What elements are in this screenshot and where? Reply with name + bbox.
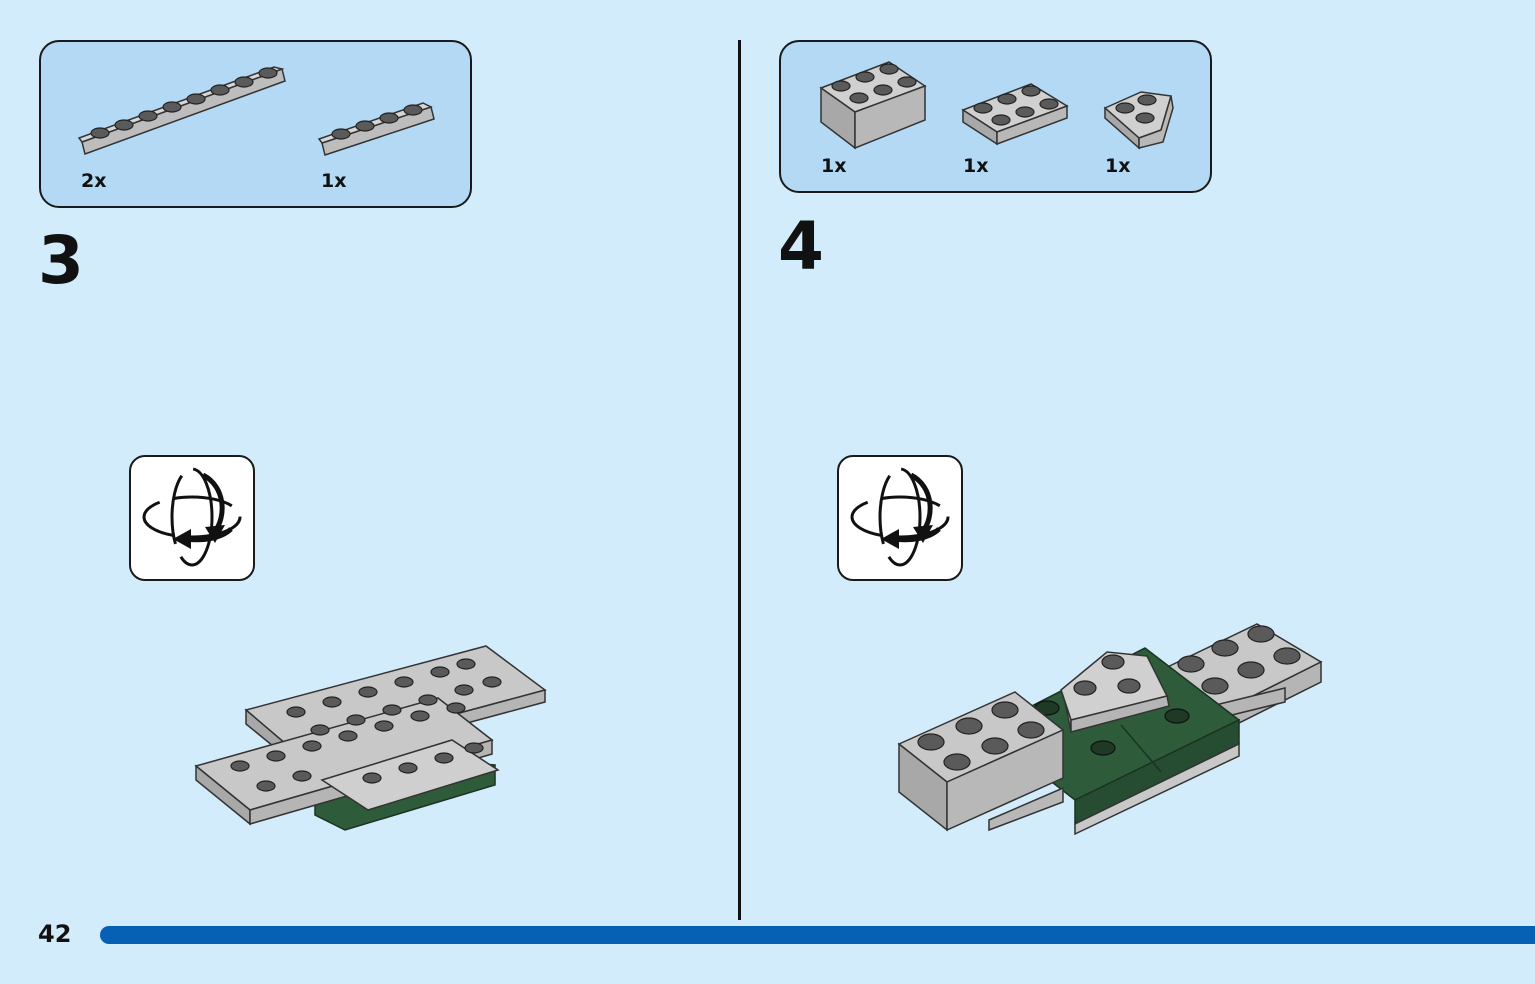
part-quantity: 1x bbox=[321, 170, 347, 192]
plate-2x3-icon bbox=[961, 83, 1069, 146]
part-quantity: 1x bbox=[963, 155, 989, 177]
part-quantity: 1x bbox=[1105, 155, 1131, 177]
brick-2x3-icon bbox=[819, 61, 927, 150]
part-quantity: 2x bbox=[81, 170, 107, 192]
parts-callout-step-3: 2x 1x bbox=[39, 40, 472, 208]
plate-1x4-icon bbox=[317, 102, 435, 156]
rotate-model-callout bbox=[837, 455, 963, 581]
step-3-model-illustration bbox=[194, 645, 547, 831]
rotate-model-icon bbox=[142, 467, 242, 567]
step-4-model-illustration bbox=[897, 623, 1323, 836]
step-number: 3 bbox=[38, 222, 84, 299]
step-divider bbox=[738, 40, 741, 920]
parts-callout-step-4: 1x 1x 1x bbox=[779, 40, 1212, 193]
part-quantity: 1x bbox=[821, 155, 847, 177]
rotate-model-callout bbox=[129, 455, 255, 581]
plate-1x8-icon bbox=[77, 66, 286, 155]
wedge-plate-2x2-icon bbox=[1103, 91, 1174, 150]
rotate-model-icon bbox=[850, 467, 950, 567]
page-number: 42 bbox=[38, 920, 72, 948]
page-progress-bar bbox=[100, 926, 1535, 944]
step-number: 4 bbox=[778, 208, 824, 285]
